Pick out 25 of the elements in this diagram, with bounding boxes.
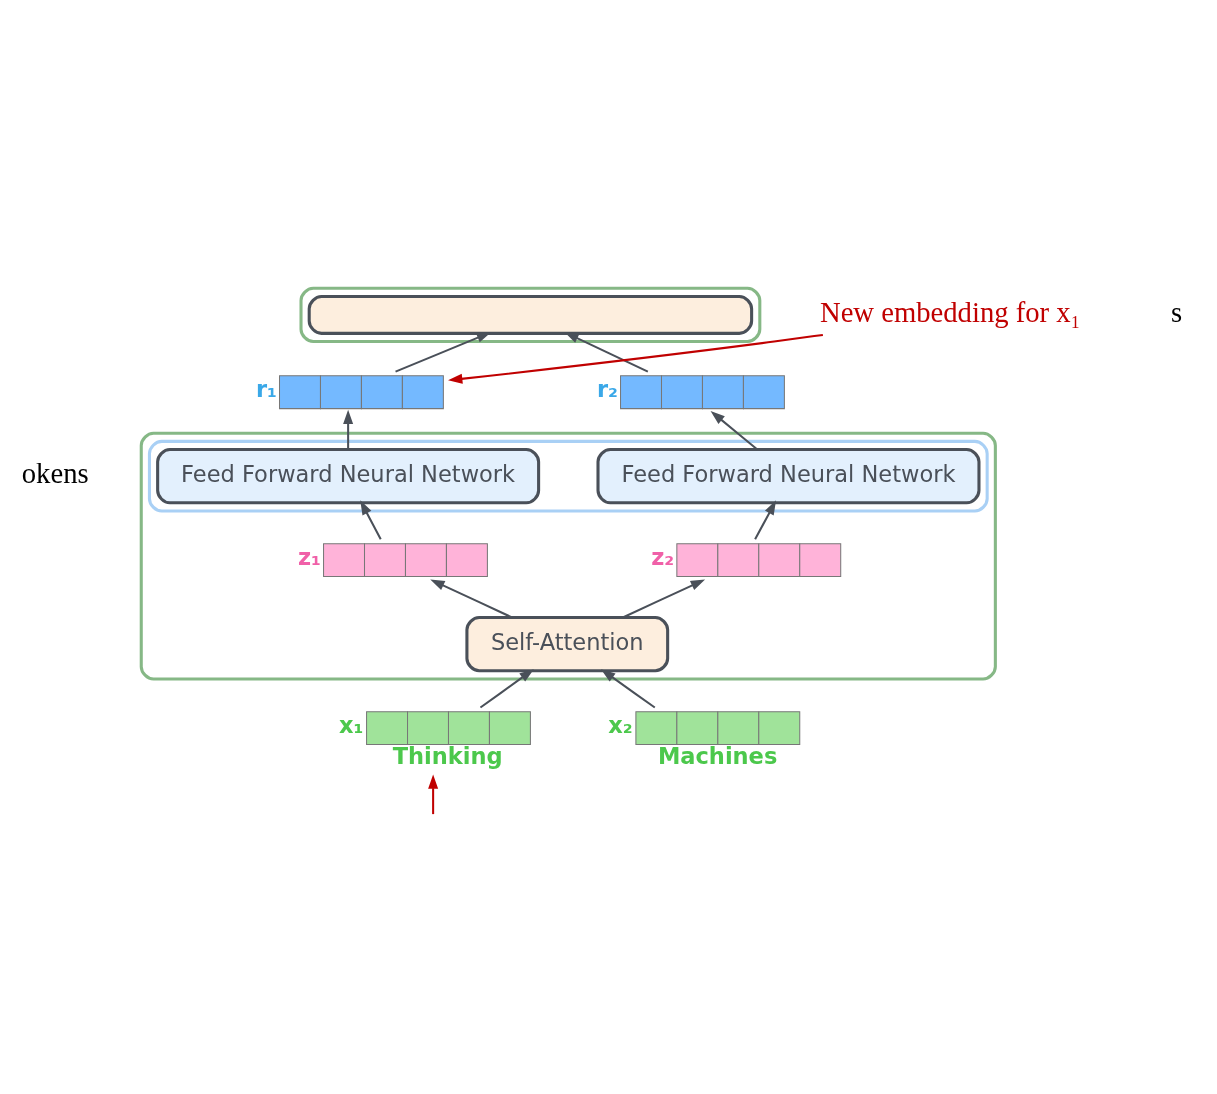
node-box: Feed Forward Neural Network: [596, 447, 981, 504]
node-box: [307, 294, 754, 335]
arrow: [710, 410, 758, 450]
node-box: Self-Attention: [465, 615, 670, 672]
node-label: z₂: [651, 543, 675, 570]
label: s: [1171, 295, 1183, 328]
arrow: [622, 578, 706, 618]
arrow: [448, 333, 824, 384]
arrow: [428, 774, 439, 814]
node-box: Feed Forward Neural Network: [156, 447, 541, 504]
node-label: x₂: [608, 711, 633, 738]
arrow: [343, 409, 354, 449]
arrow: [360, 499, 382, 540]
node-label: z₁: [297, 543, 321, 570]
node-label: x₁: [338, 711, 364, 738]
node-label: Thinking: [392, 742, 503, 769]
arrow: [754, 499, 777, 540]
node-label: r₁: [255, 375, 277, 402]
label: okens: [21, 456, 89, 489]
node-label: Machines: [657, 742, 778, 769]
node-label: r₂: [596, 375, 618, 402]
arrow: [479, 668, 534, 708]
arrow: [600, 668, 656, 708]
arrow: [430, 578, 513, 618]
node-text: New embedding for x₁: [819, 295, 1081, 328]
